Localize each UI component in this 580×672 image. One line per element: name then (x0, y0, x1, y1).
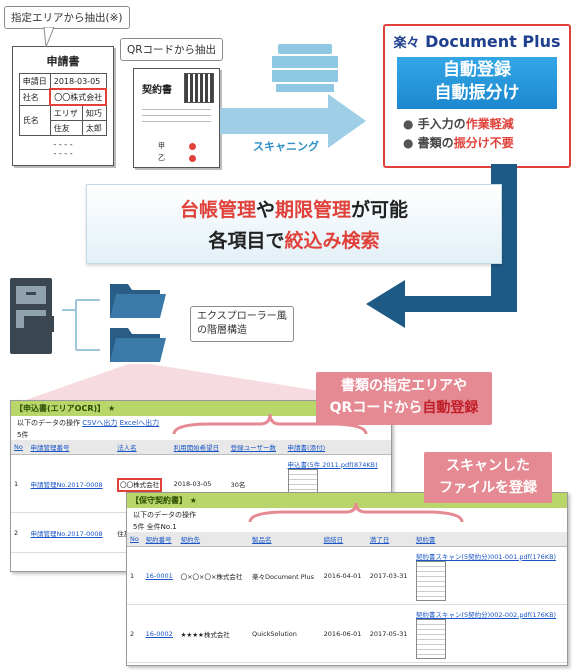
folder-icon (110, 284, 166, 318)
table-row[interactable]: 1 16-0001 〇×〇×〇×株式会社 楽々Document Plus 201… (127, 546, 567, 605)
contract-table: No 契約番号 契約先 製品名 締結日 満了日 契約書 1 16-0001 〇×… (127, 532, 567, 663)
area-callout-pointer (43, 27, 55, 48)
csv-export-link[interactable]: CSVへ出力 (82, 419, 118, 427)
contract-title: 契約書 (142, 85, 172, 96)
table-row[interactable]: 2 16-0002 ★★★★株式会社 QuickSolution 2016-06… (127, 604, 567, 663)
feature-banner: 台帳管理や期限管理が可能 各項目で絞込み検索 (86, 184, 502, 264)
contract-doc: 契約書 甲 乙 (133, 68, 220, 168)
scanning-arrow (220, 44, 366, 148)
application-form-title: 申請書 (46, 55, 80, 68)
contract-list-panel: 【保守契約書】 ★ 以下のデータの操作 5件 全件No.1 No 契約番号 契約… (126, 492, 568, 666)
explorer-callout: エクスプローラー風 の階層構造 (190, 306, 294, 342)
cabinet-icon (10, 278, 54, 354)
folder-icon (110, 328, 166, 362)
panel1-title: 【申込書(エリアOCR)】 ★ (11, 401, 391, 416)
scan-register-callout: スキャンした ファイルを登録 (424, 452, 552, 503)
document-plus-panel: 楽々 Document Plus 自動登録 自動振分け ● 手入力の作業軽減 ●… (383, 24, 571, 168)
qr-extract-callout: QRコードから抽出 (120, 38, 224, 61)
brace-2 (248, 502, 464, 523)
excel-export-link[interactable]: Excelへ出力 (119, 419, 160, 427)
benefit-1: ● 手入力の作業軽減 (403, 117, 514, 131)
company-highlight: 〇〇株式会社 (117, 477, 163, 492)
brace-1 (172, 413, 368, 435)
seal-stamp-icon (189, 155, 196, 162)
scanner-icon (272, 44, 338, 92)
benefit-2: ● 書類の振分け不要 (403, 136, 514, 150)
document-thumbnail[interactable] (415, 618, 446, 659)
company-field-highlight: 〇〇株式会社 (49, 88, 108, 106)
document-thumbnail[interactable] (415, 560, 446, 601)
seal-stamp-icon (189, 143, 196, 150)
zoom-connector (20, 364, 390, 402)
document-plus-logo: 楽々 Document Plus (393, 32, 561, 51)
qr-code-icon (184, 73, 214, 103)
scanning-label: スキャニング (253, 140, 319, 153)
auto-register-callout: 書類の指定エリアや QRコードから自動登録 (316, 372, 492, 425)
area-extract-callout: 指定エリアから抽出(※) (4, 6, 130, 29)
auto-register-button: 自動登録 自動振分け (397, 57, 557, 109)
